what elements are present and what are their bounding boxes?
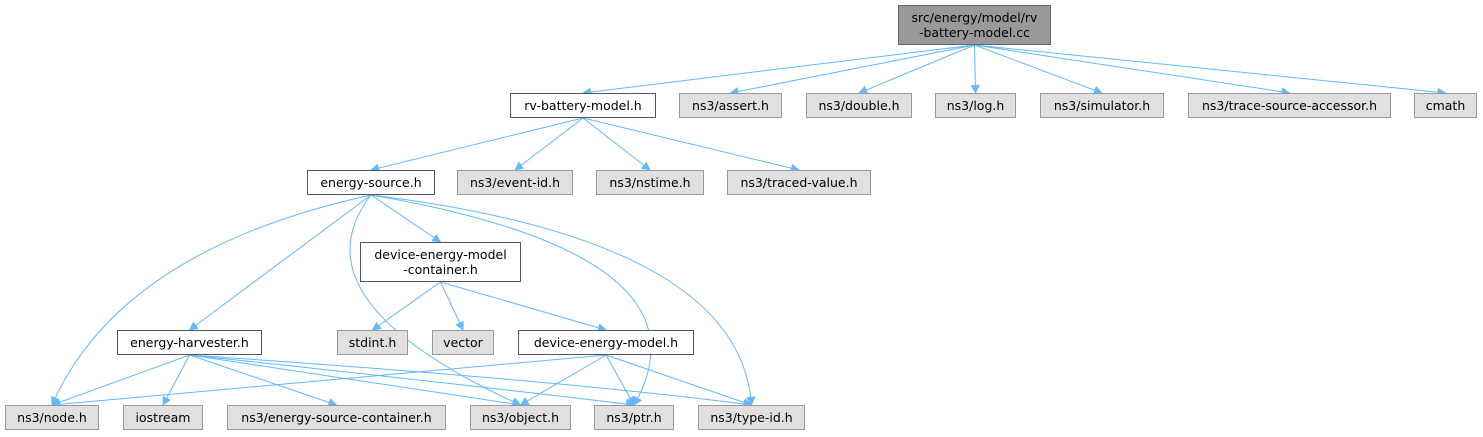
edge-root-to-tsa [974,44,1291,97]
node-ns3-type-id-h: ns3/type-id.h [698,405,805,430]
node-energy-harvester-h[interactable]: energy-harvester.h [117,330,262,355]
edge-dem-to-node [51,354,607,409]
node-ns3-traced-value-h: ns3/traced-value.h [727,170,871,195]
edge-root-to-log [970,44,980,94]
edge-es-to-typeid [370,194,756,406]
node-iostream: iostream [123,405,203,430]
edge-es-to-eh [188,194,372,331]
node-rv-battery-model-cc[interactable]: src/energy/model/rv -battery-model.cc [898,5,1051,45]
edge-root-to-assert [729,44,975,96]
edge-root-to-double [858,44,975,95]
edge-demc-to-vector [440,281,464,331]
edge-demc-to-dem [440,281,607,333]
edge-es-to-node [51,194,372,406]
node-stdint-h: stdint.h [337,330,408,355]
edge-dem-to-object [519,354,607,406]
node-ns3-simulator-h: ns3/simulator.h [1040,93,1164,118]
edge-eh-to-node [51,354,190,407]
node-ns3-event-id-h: ns3/event-id.h [457,170,573,195]
node-ns3-trace-source-accessor-h: ns3/trace-source-accessor.h [1188,93,1391,118]
node-cmath: cmath [1414,93,1477,118]
edge-rvbm-to-nstime [582,117,651,171]
node-ns3-ptr-h: ns3/ptr.h [594,405,674,430]
edge-rvbm-to-eventid [514,117,584,171]
edge-es-to-object [349,194,522,406]
edge-root-to-cmath [974,44,1447,97]
node-ns3-nstime-h: ns3/nstime.h [596,170,704,195]
edge-rvbm-to-traced [582,117,800,173]
edge-eh-to-iostream [162,354,190,406]
node-ns3-node-h: ns3/node.h [5,405,99,430]
edge-dem-to-typeid [605,354,753,407]
node-vector: vector [432,330,494,355]
edge-dem-to-ptr [605,354,635,406]
node-ns3-double-h: ns3/double.h [806,93,912,118]
edge-eh-to-ptr [189,354,635,409]
edge-eh-to-object [189,354,522,409]
node-ns3-object-h: ns3/object.h [470,405,571,430]
node-ns3-energy-source-container-h: ns3/energy-source-container.h [227,405,446,430]
edge-demc-to-stdint [371,281,441,331]
edge-eh-to-typeid [189,354,753,409]
edge-eh-to-esc [189,354,338,407]
edge-es-to-ptr [370,194,652,406]
node-ns3-log-h: ns3/log.h [935,93,1016,118]
node-energy-source-h[interactable]: energy-source.h [307,170,435,195]
node-ns3-assert-h: ns3/assert.h [679,93,782,118]
edge-root-to-simulator [974,44,1103,95]
edge-root-to-rvbm [582,44,975,97]
node-device-energy-model-h[interactable]: device-energy-model.h [518,330,694,355]
node-rv-battery-model-h[interactable]: rv-battery-model.h [510,93,656,118]
node-device-energy-model-container-h[interactable]: device-energy-model -container.h [360,242,521,282]
edge-es-to-demc [370,194,442,243]
edge-rvbm-to-es [370,117,584,173]
